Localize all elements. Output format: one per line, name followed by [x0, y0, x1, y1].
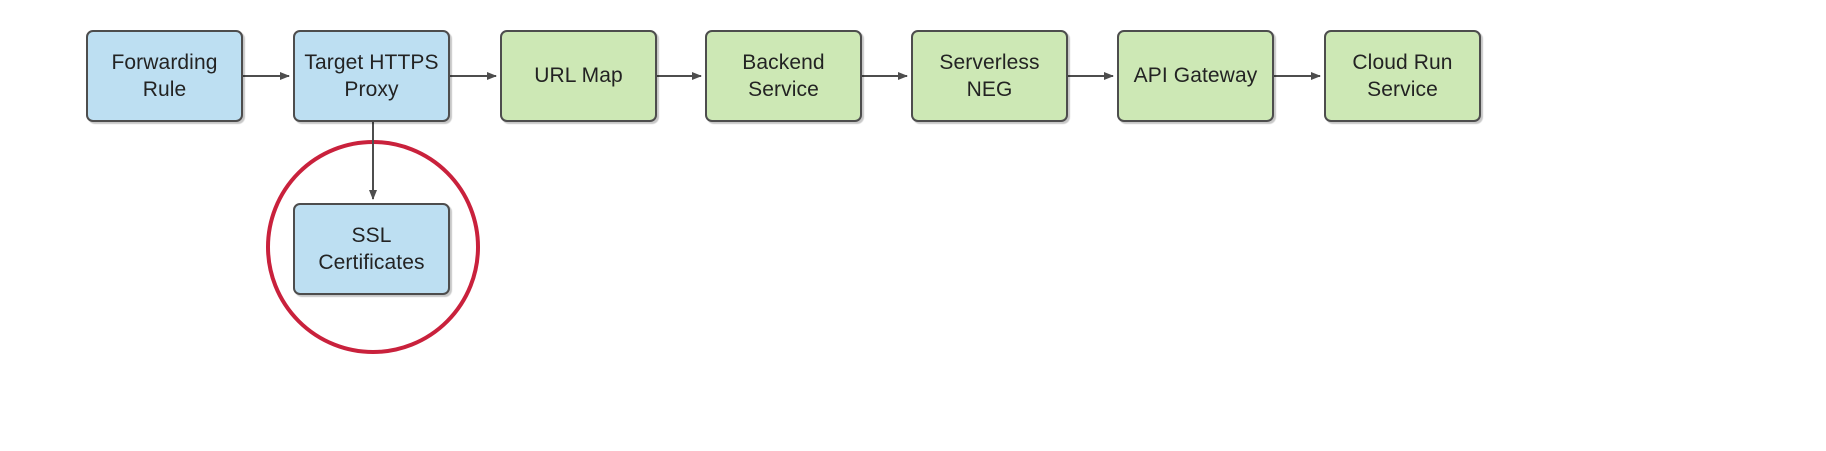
node-label-cloud-run-service: Cloud Run Service [1346, 49, 1458, 104]
node-label-line-2: Service [1367, 78, 1438, 101]
node-api-gateway[interactable]: API Gateway [1117, 30, 1274, 122]
node-target-https-proxy[interactable]: Target HTTPS Proxy [293, 30, 450, 122]
node-cloud-run-service[interactable]: Cloud Run Service [1324, 30, 1481, 122]
node-label-serverless-neg: Serverless NEG [939, 50, 1040, 101]
node-label-line-2: Proxy [344, 78, 399, 101]
node-backend-service[interactable]: Backend Service [705, 30, 862, 122]
node-label-api-gateway: API Gateway [1133, 64, 1258, 88]
node-label-ssl-certificates: SSL Certificates [318, 223, 425, 274]
node-label-forwarding-rule: Forwarding Rule [111, 50, 218, 101]
node-label-line-1: Target HTTPS [304, 50, 439, 74]
node-label-line-1: Cloud Run [1352, 50, 1453, 74]
node-serverless-neg[interactable]: Serverless NEG [911, 30, 1068, 122]
node-ssl-certificates[interactable]: SSL Certificates [293, 203, 450, 295]
node-label-backend-service: Backend Service [742, 50, 825, 101]
node-label-url-map: URL Map [534, 64, 623, 88]
node-label-target-https-proxy: Target HTTPS Proxy [298, 49, 444, 104]
node-forwarding-rule[interactable]: Forwarding Rule [86, 30, 243, 122]
node-url-map[interactable]: URL Map [500, 30, 657, 122]
